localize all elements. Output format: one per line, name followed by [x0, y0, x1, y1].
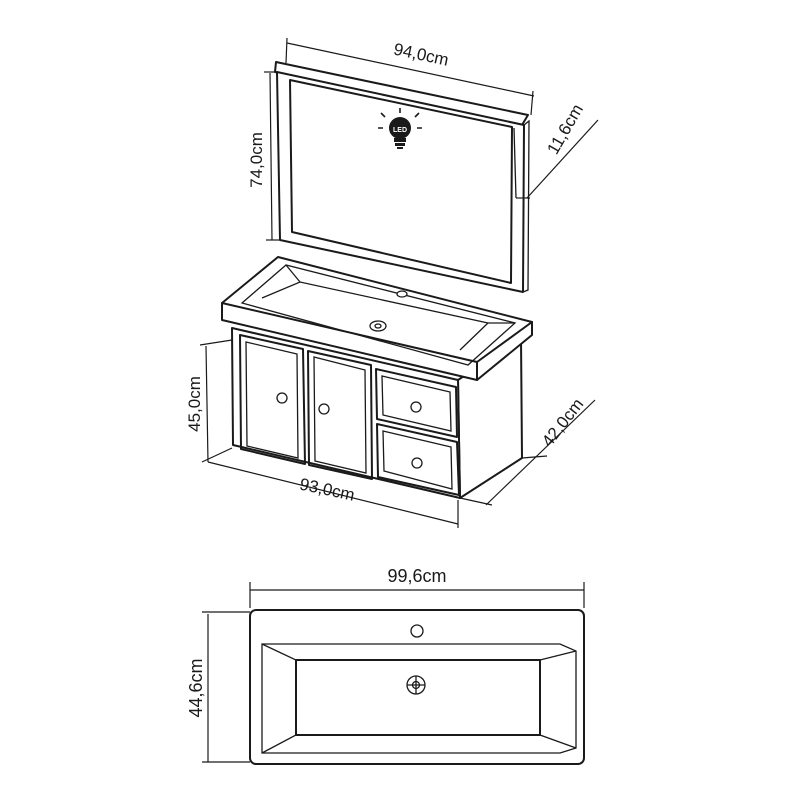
basin-width-label: 99,6cm [387, 566, 446, 586]
led-label: LED [393, 127, 407, 134]
ceramic-basin [221, 256, 533, 381]
cabinet-width-label: 93,0cm [298, 475, 356, 505]
door-knob [318, 403, 330, 415]
drain [369, 320, 387, 332]
led-bulb-icon: LED [378, 108, 422, 149]
mirror-width-label: 94,0cm [392, 40, 450, 70]
drawer-knob [410, 401, 422, 413]
basin-depth-label: 44,6cm [186, 658, 206, 717]
tap-hole [396, 290, 408, 298]
door-knob [276, 392, 288, 404]
mirror-height-label: 74,0cm [247, 132, 266, 188]
drawer-knob [411, 457, 423, 469]
cabinet-height-dimension: 45,0cm [185, 339, 233, 463]
cabinet-height-label: 45,0cm [185, 376, 204, 432]
tap-hole [410, 624, 424, 638]
basin-top-view [249, 609, 585, 765]
mirror-height-dimension: 74,0cm [247, 71, 280, 241]
basin-width-dimension: 99,6cm [249, 566, 585, 608]
mirror [274, 61, 530, 293]
basin-depth-dimension: 44,6cm [186, 611, 250, 763]
cabinet-depth-label: 42,0cm [538, 395, 587, 451]
mirror-depth-label: 11,6cm [543, 101, 587, 158]
